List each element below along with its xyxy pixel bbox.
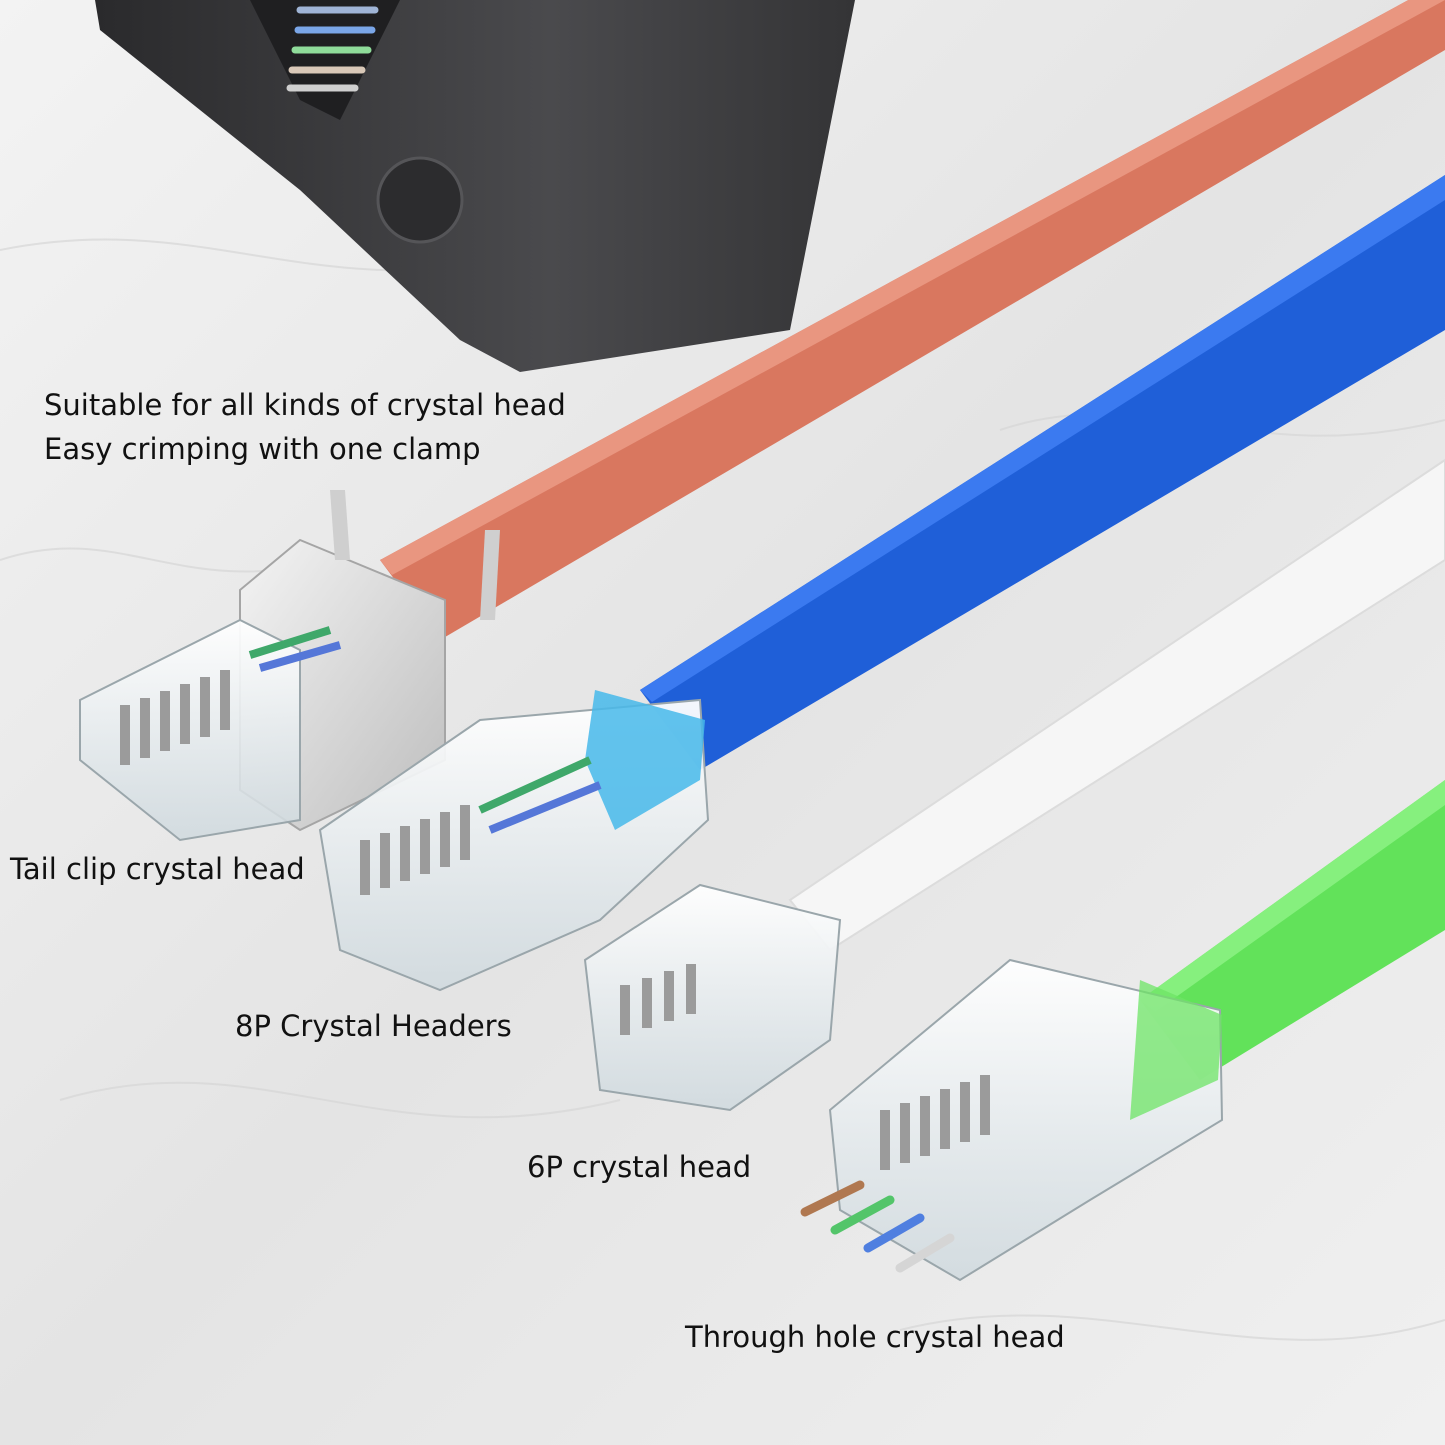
through-hole-crystal-head-icon <box>800 958 1224 1282</box>
orange-cable <box>380 0 1445 640</box>
8p-crystal-header-icon <box>318 690 710 992</box>
headline-line-2: Easy crimping with one clamp <box>44 432 481 466</box>
crimping-tool-icon <box>95 0 855 372</box>
label-6p: 6P crystal head <box>527 1150 752 1184</box>
headline: Suitable for all kinds of crystal head E… <box>44 383 566 471</box>
6p-crystal-head-icon <box>583 883 842 1112</box>
tail-clip-crystal-head-icon <box>79 490 500 842</box>
tool-button <box>376 156 464 244</box>
label-8p: 8P Crystal Headers <box>235 1009 512 1043</box>
label-tail-clip: Tail clip crystal head <box>10 852 305 886</box>
headline-line-1: Suitable for all kinds of crystal head <box>44 388 566 422</box>
label-through-hole: Through hole crystal head <box>685 1320 1065 1354</box>
